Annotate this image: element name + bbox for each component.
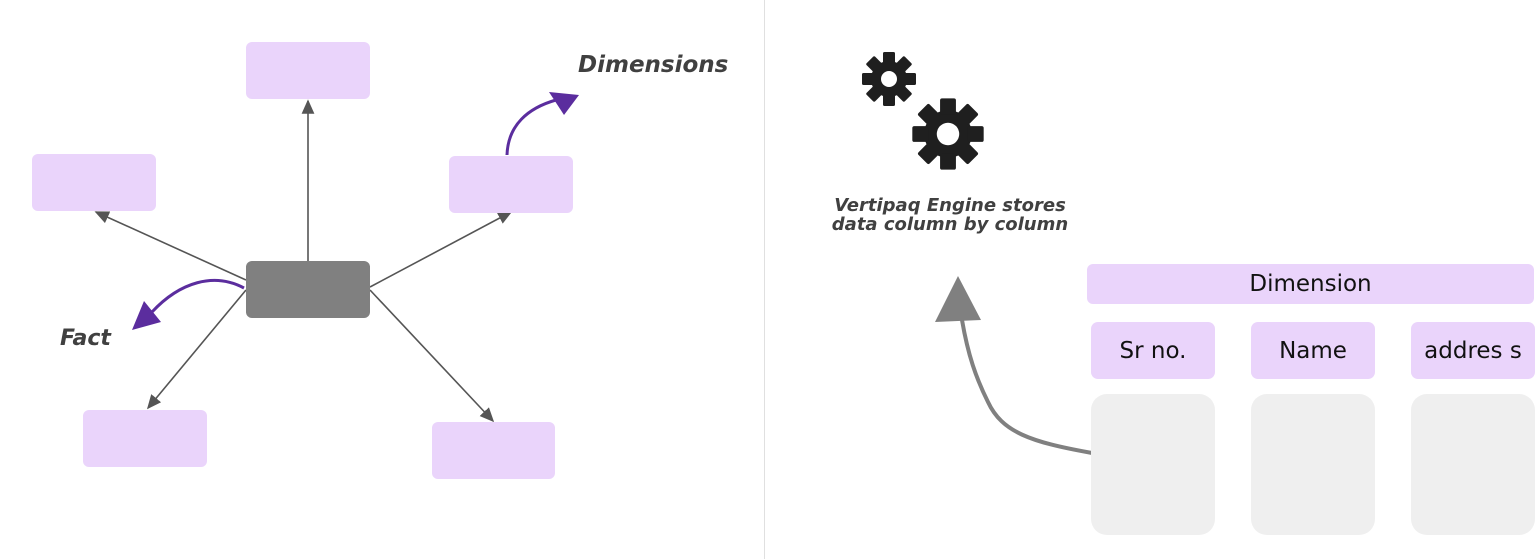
- column-header-label: addres s: [1424, 337, 1522, 364]
- column-header-sr-no: Sr no.: [1091, 322, 1215, 379]
- dimensions-pointer-head: [549, 92, 579, 115]
- dimension-box-upper-right: [449, 156, 573, 213]
- caption-line-1: Vertipaq Engine stores: [834, 195, 1066, 216]
- column-header-name: Name: [1251, 322, 1375, 379]
- dimension-box-lower-left: [83, 410, 207, 467]
- connector-upper-right: [369, 211, 513, 288]
- fact-pointer-arrow: [150, 279, 245, 314]
- fact-label: Fact: [60, 326, 111, 351]
- panel-divider: [764, 0, 765, 559]
- vertipaq-caption: Vertipaq Engine stores data column by co…: [800, 196, 1100, 234]
- star-schema-connectors: [94, 92, 579, 423]
- connector-upper-left: [94, 211, 247, 281]
- gear-icon: [862, 52, 916, 106]
- storage-pointer-arrow: [935, 276, 1093, 455]
- dimension-box-upper-left: [32, 154, 156, 211]
- connector-lower-right: [369, 289, 495, 423]
- column-header-label: Sr no.: [1119, 337, 1187, 364]
- dimension-box-top: [246, 42, 370, 99]
- dimension-box-lower-right: [432, 422, 555, 479]
- column-body-address: [1411, 394, 1535, 535]
- column-body-name: [1251, 394, 1375, 535]
- column-body-sr-no: [1091, 394, 1215, 535]
- column-header-address: addres s: [1411, 322, 1535, 379]
- dimensions-label: Dimensions: [578, 52, 729, 78]
- connector-lower-left: [146, 289, 247, 410]
- fact-box: [246, 261, 370, 318]
- dimensions-pointer-arrow: [505, 98, 557, 156]
- gear-icon: [912, 98, 984, 170]
- caption-line-2: data column by column: [831, 214, 1069, 235]
- column-header-label: Name: [1279, 337, 1347, 364]
- dimension-table-header: Dimension: [1087, 264, 1534, 304]
- fact-pointer-head: [132, 301, 161, 330]
